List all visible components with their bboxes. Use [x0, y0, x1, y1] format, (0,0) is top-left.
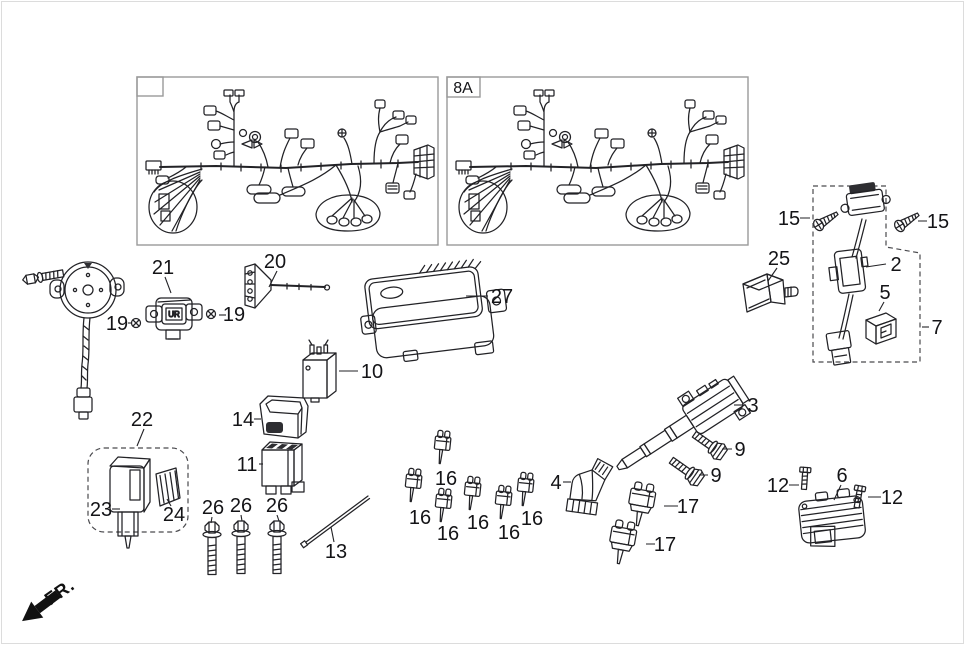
ecu-27-drawing: [360, 258, 508, 363]
callout-26-b: 26: [230, 495, 252, 517]
cap-5-drawing: [865, 312, 897, 345]
coil-assembly-7-drawing: [812, 182, 921, 366]
callout-3: 3: [747, 395, 758, 417]
callout-22: 22: [131, 409, 153, 431]
clip-24-drawing: [155, 467, 181, 507]
callout-14: 14: [232, 409, 254, 431]
harness-frame-1: [136, 76, 439, 246]
callout-6: 6: [836, 465, 847, 487]
plug-25-drawing: [742, 273, 799, 313]
sensor-21-drawing: UR: [130, 297, 217, 340]
wiring-harness-drawing-1: [145, 89, 435, 234]
relay-11-drawing: [261, 441, 305, 495]
frame1-label-box: [136, 76, 164, 97]
callout-25: 25: [768, 248, 790, 270]
callout-9-a: 9: [734, 439, 745, 461]
callout-20: 20: [264, 251, 286, 273]
callout-16-a: 16: [435, 468, 457, 490]
callout-16-b: 16: [409, 507, 431, 529]
plug-cap-4-drawing: [565, 457, 614, 516]
coil-2-drawing: [825, 182, 891, 366]
callout-23: 23: [90, 499, 112, 521]
frame2-label-box: [446, 76, 481, 98]
callout-16-e: 16: [498, 522, 520, 544]
wiring-harness-drawing-2: [455, 89, 745, 234]
callout-21: 21: [152, 257, 174, 279]
cdi-assembly-22-drawing: [87, 447, 189, 549]
callout-19-right: 19: [223, 304, 245, 326]
callout-5: 5: [879, 282, 890, 304]
relay-10-drawing: [302, 339, 337, 403]
callout-16-c: 16: [437, 523, 459, 545]
frame2-label: 8A: [453, 80, 473, 97]
callout-16-d: 16: [467, 512, 489, 534]
harness-frame-2: 8A: [446, 76, 749, 246]
callout-10: 10: [361, 361, 383, 383]
fuses-17-drawing: [605, 480, 658, 567]
callout-11: 11: [237, 454, 258, 476]
callout-9-b: 9: [710, 465, 721, 487]
callout-12-right: 12: [881, 487, 903, 509]
callout-leader-lines: [112, 217, 929, 545]
callout-4: 4: [550, 472, 561, 494]
callout-7: 7: [931, 317, 942, 339]
boot-14-drawing: [259, 395, 309, 439]
callout-26-a: 26: [202, 497, 224, 519]
callout-17-a: 17: [677, 496, 699, 518]
callout-27: 27: [491, 286, 513, 308]
callout-19-left: 19: [106, 313, 128, 335]
regulator-6-drawing: [798, 488, 866, 547]
callout-16-f: 16: [521, 508, 543, 530]
callout-24: 24: [163, 504, 185, 526]
connector-20-drawing: [244, 263, 331, 309]
horn-with-lead-drawing: [22, 261, 125, 420]
callout-26-c: 26: [266, 495, 288, 517]
callout-15-right: 15: [927, 211, 949, 233]
callout-15-left: 15: [778, 208, 800, 230]
callout-labels: 20 21 19 19 27 10 14 11 22 23 24 26 26 2…: [90, 208, 949, 563]
ignition-coil-3-drawing: [616, 375, 752, 471]
callout-17-b: 17: [654, 534, 676, 556]
front-direction-arrow: FR.: [22, 575, 79, 622]
screws-15-drawing: [810, 207, 923, 235]
rod-13-drawing: [299, 495, 371, 549]
callout-2: 2: [890, 254, 901, 276]
callout-13: 13: [325, 541, 347, 563]
callout-12-left: 12: [767, 475, 789, 497]
bolts-12-drawing: [797, 466, 867, 510]
cdi-unit-23-drawing: [109, 456, 151, 549]
sensor-21-marking: UR: [168, 310, 180, 319]
bolts-26-drawing: [202, 520, 287, 576]
